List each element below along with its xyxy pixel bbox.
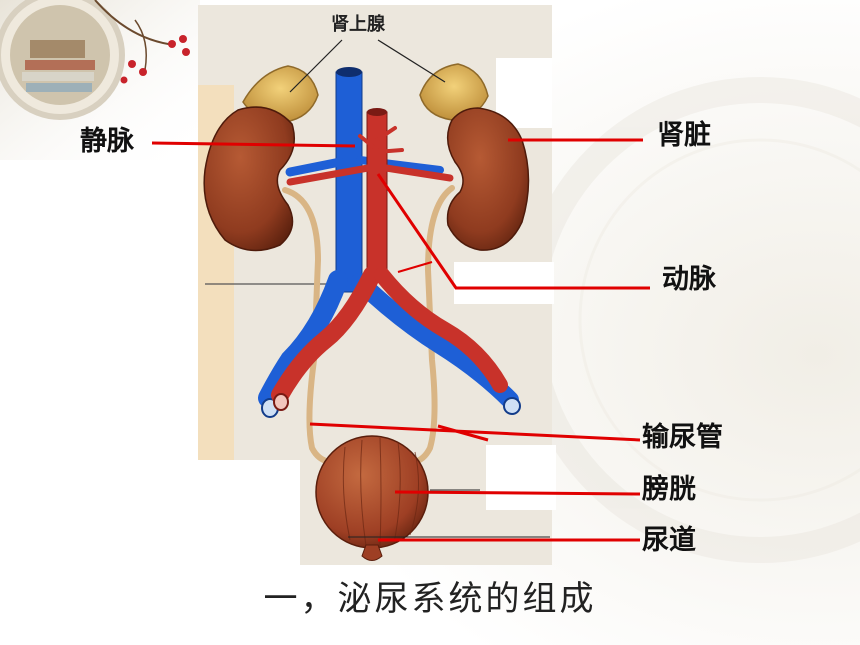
- right-ureter: [411, 185, 455, 465]
- bladder-leader-line: [394, 490, 641, 496]
- urethra-label: 尿道: [642, 525, 696, 556]
- vena-cava: [258, 67, 521, 418]
- kidney-label: 肾脏: [657, 120, 711, 151]
- left-ureter: [282, 187, 333, 465]
- adrenal-leader-left: [289, 39, 343, 93]
- ureter-label: 输尿管: [642, 422, 723, 453]
- adrenal-leader-right: [377, 39, 446, 83]
- artery-label: 动脉: [662, 264, 716, 295]
- red-leader-lines: [151, 138, 650, 542]
- adrenal-gland-label: 肾上腺: [331, 14, 385, 35]
- ureter-leader-line-right: [437, 424, 489, 442]
- vein-label: 静脉: [80, 126, 134, 157]
- corner-decoration: [0, 0, 200, 160]
- right-adrenal-gland: [419, 63, 489, 121]
- artery-small-leader: [397, 261, 433, 273]
- artery-leader-line: [376, 173, 650, 290]
- urethra-shape: [361, 544, 383, 561]
- aorta: [271, 108, 508, 411]
- right-kidney: [446, 107, 530, 251]
- ureter-leader-line-left: [309, 422, 641, 442]
- bladder-label: 膀胱: [642, 474, 696, 505]
- vein-leader-line: [151, 141, 356, 148]
- slide-title: 一，泌尿系统的组成: [263, 579, 597, 619]
